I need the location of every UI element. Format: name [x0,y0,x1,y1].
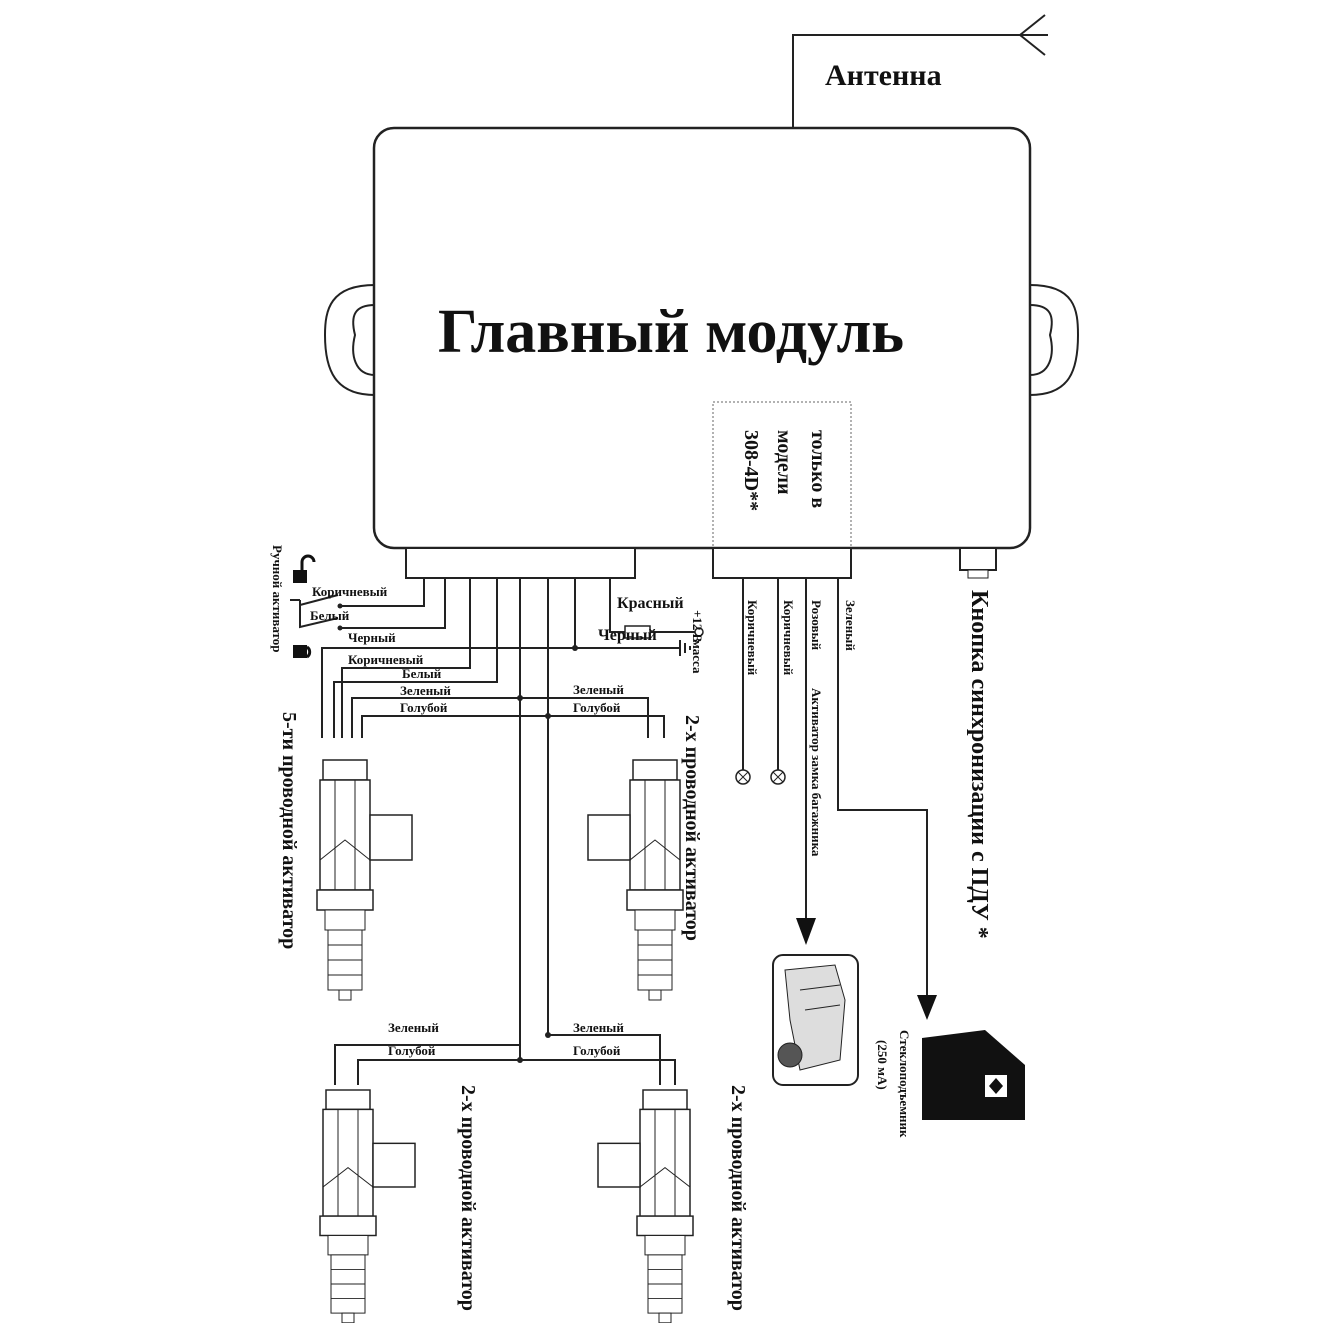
lock-closed-icon [293,645,312,659]
five-wire-actuator-label: 5-ти проводной активатор [278,712,300,949]
two-wire-actuator-bottom-left [319,1089,416,1323]
trunk-car-image [772,954,859,1086]
pair3-blue: Голубой [573,1043,621,1058]
main-module [323,126,1080,579]
pair1-blue: Голубой [573,700,621,715]
pair2-blue: Голубой [388,1043,436,1058]
two-wire-actuator-bottom-right [597,1089,694,1323]
pair3-green: Зеленый [573,1020,624,1035]
two-wire-actuator-bl-label: 2-х проводной активатор [457,1085,479,1311]
lock-open-icon [293,554,316,583]
pair1-green: Зеленый [573,682,624,697]
trunk-activator-label: Активатор замка багажника [809,688,824,857]
wire-label-red: Красный [617,595,684,612]
manual-switch [290,578,446,631]
wire-label-white-2: Белый [402,666,442,681]
two-wire-actuator-top [587,759,684,1001]
manual-activator-label: Ручной активатор [270,545,285,653]
window-lifter-module [922,1030,1025,1120]
model-note-line3: 308-4D** [740,430,762,511]
five-wire-actuator [316,759,413,1001]
wire-label-brown-2: Коричневый [348,652,424,667]
model-note-line1: только в [807,430,829,508]
right-wire-brown-1: Коричневый [745,600,760,676]
wire-label-blue: Голубой [400,700,448,715]
plus-12v-label: +12 В [690,610,705,643]
wire-label-black: Черный [348,630,396,645]
wire-label-black-ground: Черный [598,627,657,644]
right-wire-brown-2: Коричневый [781,600,796,676]
main-module-label: Главный модуль [438,298,904,366]
pair2-green: Зеленый [388,1020,439,1035]
sync-button-label: Кнопка синхронизации с ПДУ * [966,590,992,939]
two-wire-actuator-top-label: 2-х проводной активатор [681,715,703,941]
wire-label-white: Белый [310,608,350,623]
right-wires [735,578,937,1020]
model-note-line2: модели [773,430,795,495]
window-lifter-label: Стеклоподъемник [897,1030,912,1138]
antenna-label: Антенна [825,59,942,92]
wire-label-brown: Коричневый [312,584,388,599]
right-wire-green: Зеленый [843,600,858,651]
window-lifter-current: (250 мА) [875,1040,890,1090]
left-wires [321,578,704,1085]
antenna [792,14,1048,128]
wire-label-green: Зеленый [400,683,451,698]
two-wire-actuator-br-label: 2-х проводной активатор [727,1085,749,1311]
ground-label: масса [690,640,705,674]
right-wire-pink: Розовый [809,600,824,651]
